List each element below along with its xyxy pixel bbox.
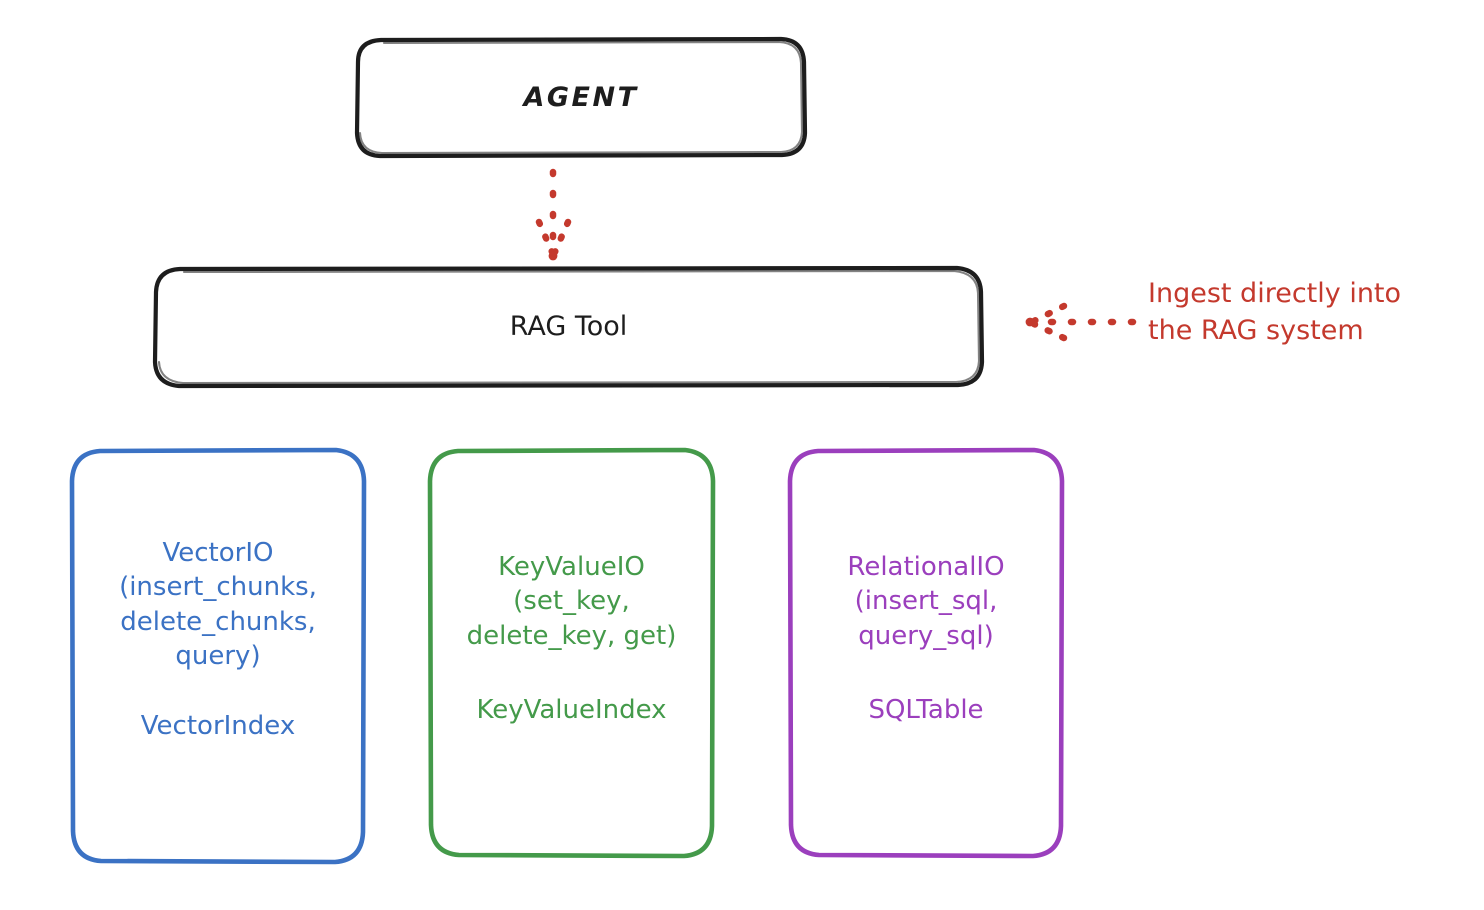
keyvalue-io-node[interactable]: KeyValueIO (set_key, delete_key, get) Ke… — [430, 450, 713, 856]
agent-to-rag-dotted-arrow — [535, 168, 572, 261]
keyvalue-index-label: KeyValueIndex — [476, 694, 667, 725]
vector-index-label: VectorIndex — [140, 711, 296, 742]
relational-io-node[interactable]: RelationalIO (insert_sql, query_sql) SQL… — [790, 450, 1062, 856]
agent-node[interactable]: AGENT — [357, 39, 805, 156]
vector-io-node[interactable]: VectorIO (insert_chunks, delete_chunks, … — [72, 450, 364, 863]
sql-table-label: SQLTable — [868, 694, 984, 725]
relational-io-signature: RelationalIO (insert_sql, query_sql) — [847, 552, 1005, 651]
keyvalue-io-signature: KeyValueIO (set_key, delete_key, get) — [466, 552, 677, 651]
vector-io-signature: VectorIO (insert_chunks, delete_chunks, … — [119, 538, 317, 671]
ingest-dotted-arrow — [1025, 302, 1137, 342]
agent-node-label: AGENT — [523, 81, 639, 113]
rag-tool-node[interactable]: RAG Tool — [155, 268, 982, 386]
rag-tool-node-label: RAG Tool — [509, 311, 628, 343]
ingest-annotation-text: Ingest directly into the RAG system — [1148, 278, 1402, 346]
